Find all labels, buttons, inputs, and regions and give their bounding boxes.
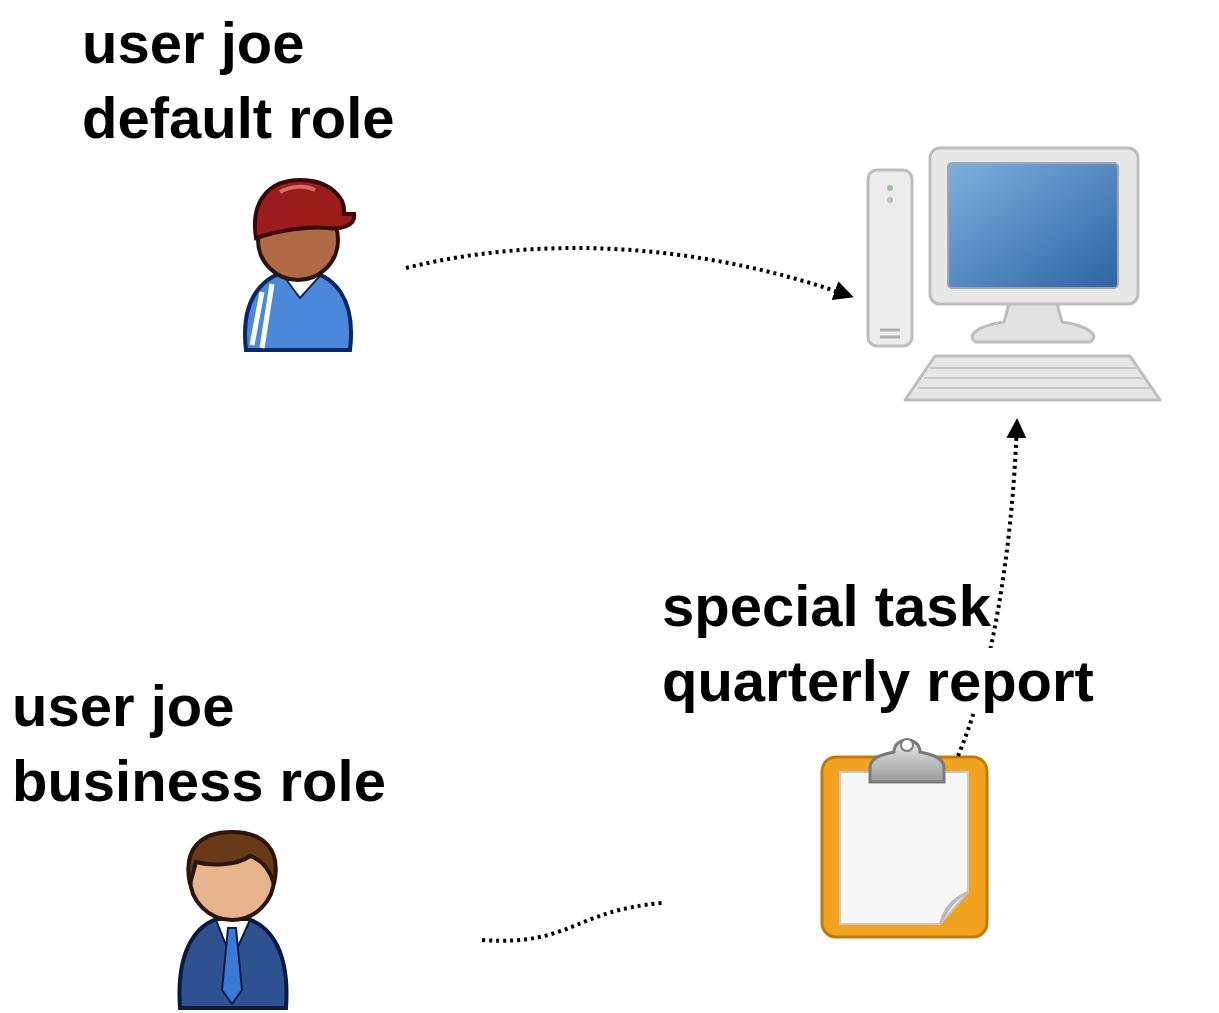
- node-heading: user joe business role: [12, 673, 386, 813]
- node-heading: user joe default role: [82, 10, 395, 150]
- clipboard-icon: [822, 739, 987, 937]
- role-node: user joe business role: [12, 668, 482, 1008]
- computer-icon: [868, 148, 1160, 400]
- user-icon-default: [245, 180, 354, 350]
- node-heading: special task quarterly report: [662, 573, 1094, 713]
- dotted-arrow: [406, 248, 850, 296]
- dotted-connector: [482, 903, 662, 941]
- role-node: user joe default role: [82, 5, 492, 360]
- user-icon-business: [179, 832, 286, 1008]
- role-node: special task quarterly report: [662, 568, 1214, 943]
